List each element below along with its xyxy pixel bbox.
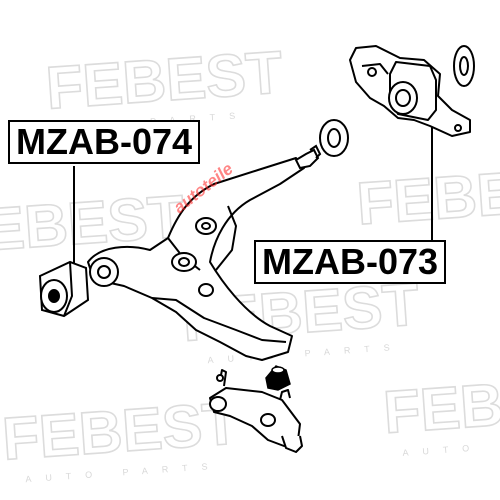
ball-joint (209, 369, 303, 453)
dust-boot (265, 365, 291, 391)
part-label-front-bushing: MZAB-074 (8, 120, 201, 164)
part-label-rear-bushing: MZAB-073 (254, 240, 447, 284)
washer-middle (319, 119, 349, 157)
front-bushing-074 (38, 260, 90, 318)
control-arm (87, 157, 305, 361)
watermark-brand: FEBEST (381, 363, 500, 446)
washer-top-right (453, 45, 475, 87)
rear-bushing-073 (349, 45, 471, 137)
watermark-brand: FEBEST (355, 154, 500, 237)
ball-stud (294, 144, 322, 170)
watermark-brand: FEBEST (0, 389, 241, 472)
